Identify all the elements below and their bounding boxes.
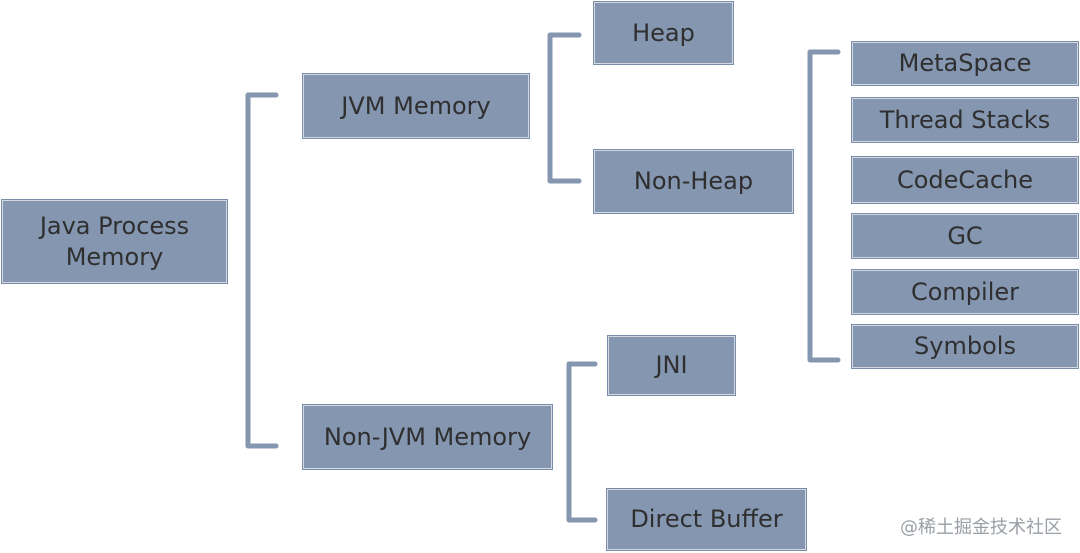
node-direct-buffer: Direct Buffer [606,488,807,551]
node-heap: Heap [593,1,734,65]
watermark: @稀土掘金技术社区 [900,517,1062,538]
jvm-bracket [547,32,582,184]
node-codecache: CodeCache [851,156,1079,204]
node-symbols: Symbols [851,324,1079,369]
node-thread-stacks: Thread Stacks [851,97,1079,143]
node-java-process-memory-line1: Java Process [39,211,190,240]
node-compiler: Compiler [851,269,1079,315]
node-metaspace: MetaSpace [851,41,1079,86]
node-non-heap: Non-Heap [593,149,794,214]
node-gc: GC [851,213,1079,259]
node-jni: JNI [607,335,736,396]
node-java-process-memory: Java Process Memory [1,199,228,284]
node-jvm-memory: JVM Memory [302,73,530,139]
non-jvm-bracket [566,361,598,523]
node-java-process-memory-line2: Memory [65,242,164,271]
node-non-jvm-memory: Non-JVM Memory [302,404,553,470]
root-bracket [245,92,279,449]
non-heap-bracket [807,49,841,363]
